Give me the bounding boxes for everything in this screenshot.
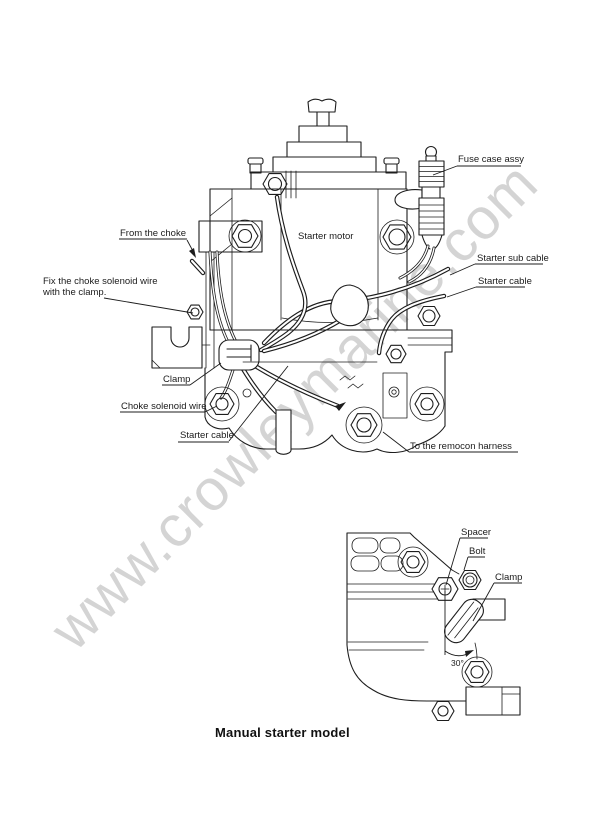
detail-diagram-labels: Spacer Bolt Clamp 30° [451, 527, 522, 668]
main-diagram-line-art [103, 98, 543, 455]
caption-manual-starter-model: Manual starter model [215, 725, 350, 740]
label-choke-solenoid-wire: Choke solenoid wire [121, 401, 207, 412]
label-starter-cable-left: Starter cable [180, 430, 234, 441]
label-clamp: Clamp [163, 374, 190, 385]
label-bolt: Bolt [469, 546, 486, 557]
main-diagram-labels: Fuse case assy From the choke Starter mo… [42, 154, 549, 452]
label-fix-choke-line2: with the clamp. [42, 287, 106, 298]
wire-clamp [218, 339, 260, 371]
label-from-the-choke: From the choke [120, 228, 186, 239]
detail-clamp-assembly [431, 569, 521, 722]
remocon-direction-arrow [335, 402, 346, 411]
left-bracket [198, 220, 263, 369]
detail-leaders [445, 537, 522, 622]
label-angle-30: 30° [451, 658, 464, 668]
label-fuse-case-assy: Fuse case assy [458, 154, 524, 165]
crankcase [204, 329, 453, 454]
choke-solenoid [330, 284, 369, 327]
flywheel-stack [247, 98, 407, 190]
label-starter-motor: Starter motor [298, 231, 353, 242]
label-to-remocon-harness: To the remocon harness [410, 441, 512, 452]
label-starter-cable-right: Starter cable [478, 276, 532, 287]
label-starter-sub-cable: Starter sub cable [477, 253, 549, 264]
l-bracket [151, 326, 203, 369]
main-leaders [103, 165, 543, 453]
bolts [186, 173, 445, 444]
fuse-case-assy [394, 145, 445, 250]
detail-body [346, 532, 467, 702]
label-detail-clamp: Clamp [495, 572, 522, 583]
label-fix-choke-line1: Fix the choke solenoid wire [43, 276, 158, 287]
cable-drop [275, 409, 292, 455]
detail-diagram-line-art [346, 532, 522, 722]
label-spacer: Spacer [461, 527, 491, 538]
